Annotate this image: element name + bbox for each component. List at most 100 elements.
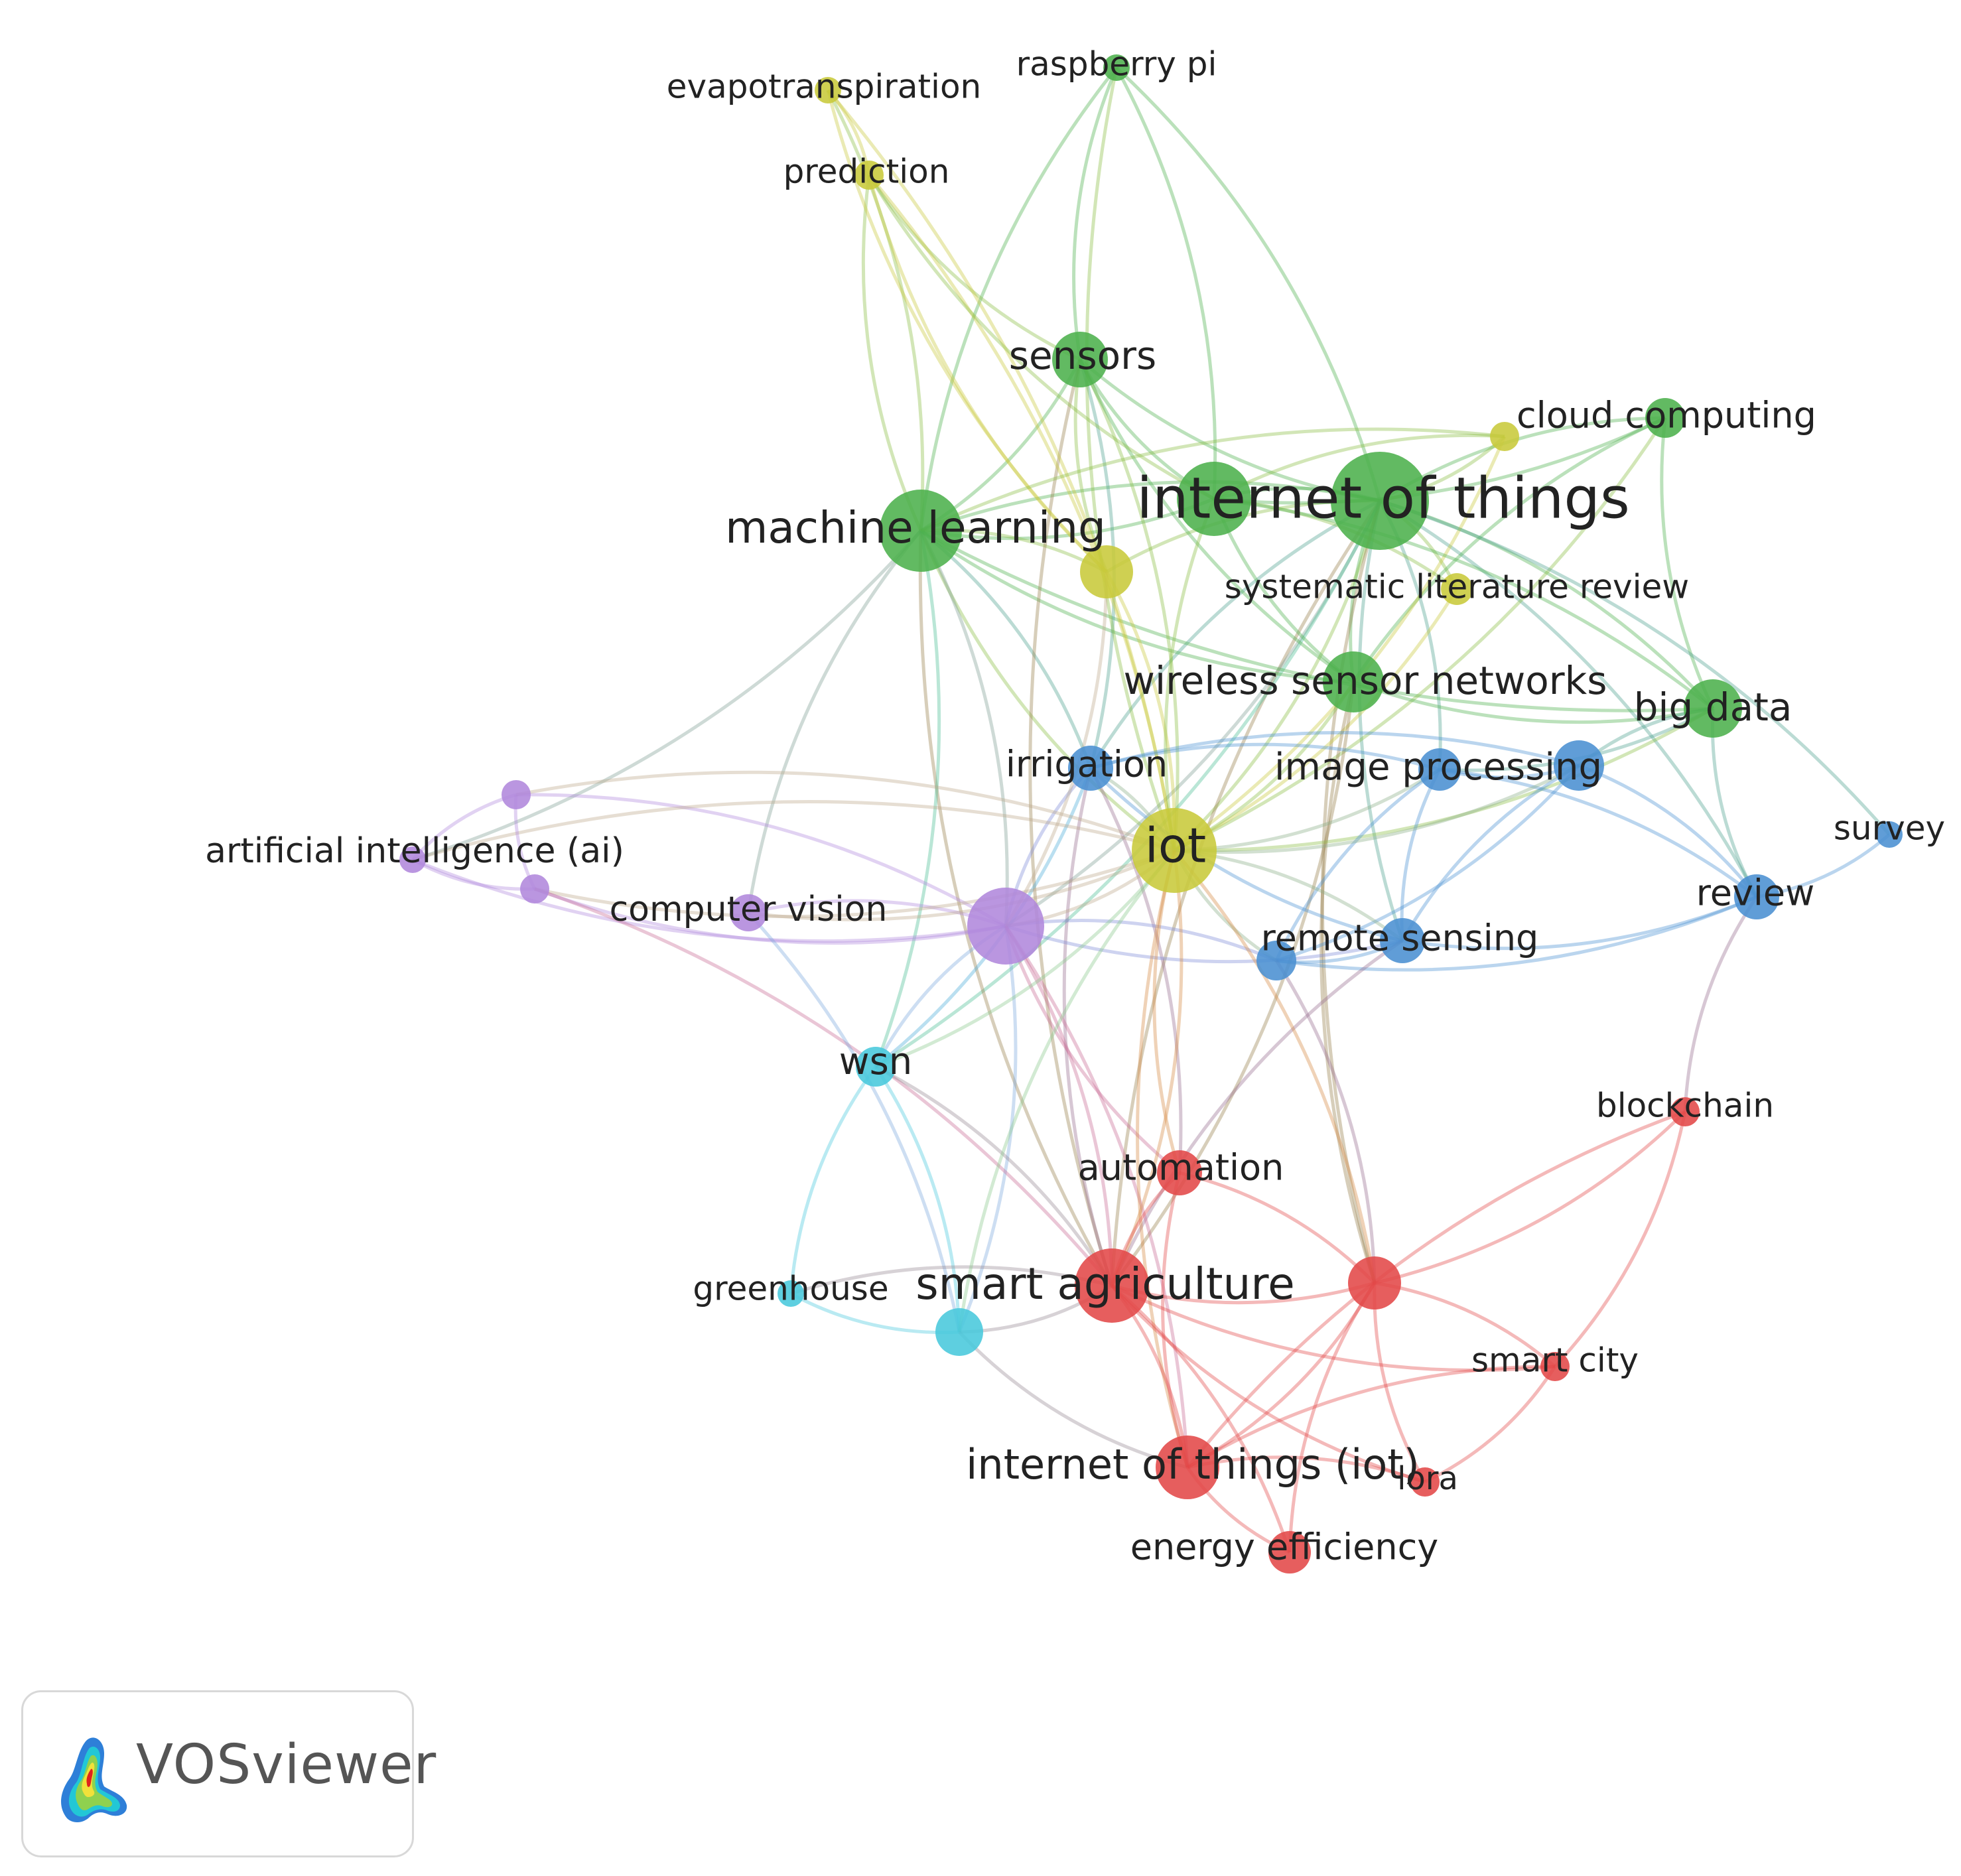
node-wsn[interactable] [856, 1047, 896, 1087]
edge-purple-hub-internet-of-things-iot [1004, 925, 1189, 1468]
edge-cloud-computing-iot [1173, 417, 1667, 852]
edge-blockchain-internet-of-things-iot [1186, 1110, 1686, 1469]
label-sensors: sensors [1009, 333, 1156, 378]
node-purple-b[interactable] [520, 874, 549, 904]
node-red-a[interactable] [1348, 1256, 1401, 1309]
label-smart-agriculture: smart agriculture [915, 1258, 1294, 1309]
node-greenhouse[interactable] [778, 1280, 804, 1307]
edge-purple-b-smart-agriculture [534, 887, 1113, 1287]
edge-cloud-computing-wireless-sensor-networks [1351, 416, 1666, 683]
label-survey: survey [1834, 809, 1945, 848]
edge-sensors-yellow-a [1073, 359, 1109, 572]
node-energy-efficiency[interactable] [1268, 1531, 1311, 1574]
node-artificial-intelligence-ai[interactable] [399, 846, 426, 873]
edge-image-processing-review [1439, 768, 1758, 898]
label-energy-efficiency: energy efficiency [1130, 1526, 1439, 1568]
node-evapotranspiration[interactable] [815, 77, 841, 103]
edge-machine-learning-big-data [919, 529, 1714, 712]
edge-review-blockchain [1683, 896, 1759, 1112]
node-irrigation[interactable] [1068, 746, 1113, 791]
edge-machine-learning-wsn [874, 530, 941, 1067]
edge-iot-green-hub [1164, 498, 1216, 851]
edge-yellow-b-green-hub [1213, 433, 1505, 501]
edge-internet-of-things-big-data [1379, 499, 1714, 710]
edge-wsn-cyan-a [874, 1065, 961, 1333]
edge-blue-a-irrigation [1090, 731, 1580, 770]
edge-wsn-smart-agriculture [874, 1065, 1114, 1287]
node-purple-a[interactable] [502, 780, 531, 809]
node-iot[interactable] [1132, 808, 1217, 893]
edge-blockchain-smart-city [1554, 1111, 1687, 1368]
node-cloud-computing[interactable] [1645, 398, 1685, 438]
edge-automation-internet-of-things-iot [1161, 1172, 1189, 1468]
edge-purple-a-iot [515, 770, 1175, 852]
edge-prediction-iot [868, 174, 1176, 851]
edge-purple-hub-artificial-intelligence-ai [412, 858, 1006, 943]
node-smart-agriculture[interactable] [1075, 1248, 1149, 1323]
edge-survey-internet-of-things [1379, 499, 1891, 836]
label-prediction: prediction [783, 153, 950, 191]
node-machine-learning[interactable] [880, 490, 962, 572]
edge-big-data-iot [1174, 706, 1714, 852]
vosviewer-wordmark: VOSviewer [136, 1733, 437, 1796]
node-wireless-sensor-networks[interactable] [1323, 651, 1384, 712]
node-survey[interactable] [1876, 821, 1903, 848]
edge-computer-vision-cyan-a [747, 911, 961, 1333]
edge-machine-learning-purple-hub [919, 529, 1009, 927]
node-raspberry-pi[interactable] [1103, 54, 1130, 81]
node-lora[interactable] [1410, 1467, 1440, 1497]
node-image-processing[interactable] [1418, 748, 1461, 791]
label-iot: iot [1145, 818, 1206, 874]
edge-iot-smart-agriculture [1110, 850, 1183, 1287]
edge-greenhouse-smart-agriculture [790, 1265, 1113, 1296]
label-irrigation: irrigation [1006, 744, 1168, 785]
edge-automation-red-a [1179, 1171, 1376, 1284]
edge-review-remote-sensing [1402, 895, 1757, 951]
edge-sensors-prediction [867, 174, 1081, 362]
node-automation[interactable] [1157, 1150, 1202, 1195]
edge-artificial-intelligence-ai-purple-b [411, 858, 535, 891]
edge-internet-of-things-iot-lora [1187, 1455, 1426, 1484]
edge-machine-learning-iot [919, 530, 1176, 852]
node-blue-a[interactable] [1554, 740, 1604, 791]
label-evapotranspiration: evapotranspiration [667, 68, 981, 106]
node-blue-b[interactable] [1256, 941, 1296, 980]
edge-red-a-internet-of-things-iot [1186, 1282, 1377, 1469]
node-prediction[interactable] [854, 161, 884, 190]
label-wsn: wsn [839, 1040, 912, 1083]
node-blockchain[interactable] [1670, 1097, 1700, 1126]
node-yellow-a[interactable] [1080, 545, 1133, 598]
node-internet-of-things[interactable] [1331, 452, 1429, 550]
edge-raspberry-pi-green-hub [1115, 66, 1217, 500]
node-sensors[interactable] [1052, 332, 1108, 387]
edge-purple-hub-purple-b [534, 887, 1006, 945]
edge-machine-learning-evapotranspiration [826, 89, 925, 531]
edge-wireless-sensor-networks-smart-agriculture [1111, 681, 1355, 1287]
node-smart-city[interactable] [1540, 1352, 1570, 1381]
edge-purple-hub-purple-a [515, 793, 1007, 928]
node-remote-sensing[interactable] [1380, 918, 1425, 963]
node-yellow-b[interactable] [1490, 422, 1519, 451]
node-computer-vision[interactable] [730, 894, 767, 931]
edge-blue-a-remote-sensing [1400, 764, 1580, 942]
edge-machine-learning-irrigation [919, 529, 1093, 769]
label-big-data: big data [1634, 685, 1792, 730]
edge-irrigation-remote-sensing [1089, 767, 1403, 943]
node-internet-of-things-iot[interactable] [1156, 1436, 1219, 1499]
edge-wireless-sensor-networks-red-a [1319, 681, 1377, 1284]
edge-internet-of-things-iot-smart-city [1186, 1365, 1556, 1469]
label-remote-sensing: remote sensing [1261, 917, 1539, 959]
node-purple-hub[interactable] [967, 888, 1044, 965]
node-review[interactable] [1734, 874, 1779, 919]
label-computer-vision: computer vision [610, 890, 888, 929]
edge-purple-hub-cyan-a [957, 925, 1018, 1333]
edge-prediction-yellow-a [867, 174, 1108, 573]
node-systematic-literature-review[interactable] [1441, 573, 1473, 605]
edge-irrigation-image-processing [1090, 742, 1440, 771]
edge-artificial-intelligence-ai-iot [412, 800, 1175, 862]
node-green-hub[interactable] [1177, 462, 1251, 536]
node-cyan-a[interactable] [935, 1308, 983, 1356]
node-big-data[interactable] [1684, 679, 1742, 738]
